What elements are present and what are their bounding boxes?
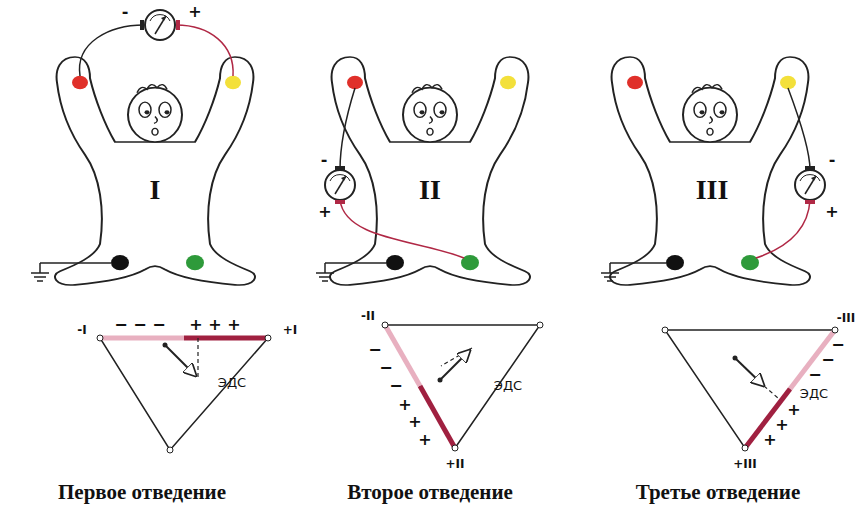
body-figure [601,57,825,285]
einthoven-triangle [662,327,838,451]
vertex-label: +I [283,324,298,336]
emf-label: ЭДС [800,387,828,400]
polarity-sign: + [398,397,411,413]
polarity-sign: − [808,367,821,383]
vertex-label: +II [446,458,465,470]
emf-label: ЭДС [218,376,246,389]
body-figure [31,10,255,285]
polarity-sign: + [787,402,800,418]
polarity-sign: - [122,4,129,20]
polarity-sign: − [831,337,844,353]
polarity-sign: - [829,152,836,168]
polarity-sign: + [825,204,838,220]
vertex-label: -II [361,310,375,322]
lead-numeral: II [419,176,441,204]
lead-caption: Второе отведение [347,482,513,503]
polarity-sign: − − − [114,317,165,333]
vertex-label: -I [77,324,86,336]
polarity-sign: − [368,342,381,358]
lead-numeral: III [696,176,729,204]
polarity-sign: + [188,4,201,20]
polarity-sign: − [389,378,402,394]
lead-numeral: I [150,176,161,204]
polarity-sign: + [775,417,788,433]
polarity-sign: − [821,352,834,368]
polarity-sign: + + + [189,317,240,333]
polarity-sign: + [418,432,431,448]
einthoven-triangle [382,322,543,451]
einthoven-triangle [97,335,271,453]
lead-caption: Третье отведение [636,482,801,503]
lead-caption: Первое отведение [58,482,226,503]
polarity-sign: + [763,432,776,448]
vertex-label: +III [733,458,756,470]
polarity-sign: + [318,204,331,220]
vertex-label: -III [837,312,855,324]
polarity-sign: - [321,152,328,168]
emf-label: ЭДС [494,379,522,392]
polarity-sign: + [408,414,421,430]
polarity-sign: − [379,360,392,376]
body-figure [316,57,530,285]
